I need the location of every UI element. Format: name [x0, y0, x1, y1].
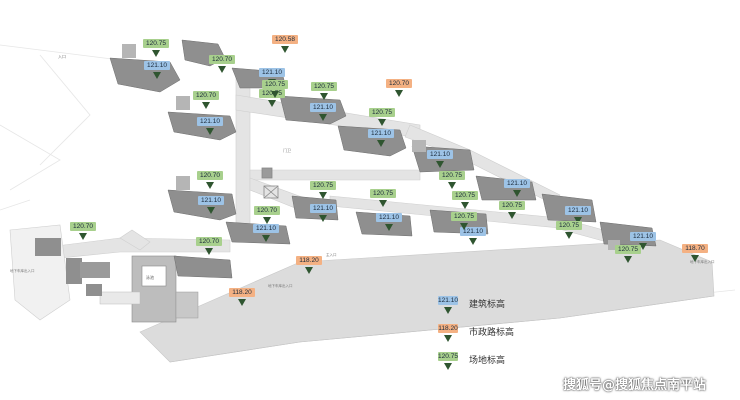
marker-triangle-icon	[395, 90, 403, 97]
elevation-tag: 118.20	[296, 256, 322, 265]
legend-label-municipal-road: 市政路标高	[469, 328, 515, 338]
elevation-tag: 120.58	[272, 35, 298, 44]
marker-triangle-icon	[207, 207, 215, 214]
marker-triangle-icon	[238, 299, 246, 306]
elevation-tag: 118.20	[229, 288, 255, 297]
marker-triangle-icon	[319, 192, 327, 199]
marker-triangle-icon	[448, 182, 456, 189]
marker-triangle-icon	[624, 256, 632, 263]
elevation-tag: 120.75	[439, 171, 465, 180]
elevation-tag: 120.75	[369, 108, 395, 117]
facility-boxes	[261, 167, 279, 199]
elevation-tag: 121.10	[259, 68, 285, 77]
south-road-edge	[169, 295, 715, 363]
map-label-guard: 门卫	[283, 147, 291, 153]
map-label-garage-entry-1: 地下车库出入口	[10, 268, 35, 273]
map-label-pool: 泳池	[146, 274, 154, 280]
elevation-tag: 121.10	[197, 117, 223, 126]
elevation-tag: 118.70	[682, 244, 708, 253]
marker-triangle-icon	[263, 217, 271, 224]
marker-triangle-icon	[319, 114, 327, 121]
legend-marker-icon	[444, 307, 452, 314]
watermark: 搜狐号@搜狐焦点南平站	[563, 378, 707, 393]
marker-triangle-icon	[153, 72, 161, 79]
marker-triangle-icon	[271, 91, 279, 98]
marker-triangle-icon	[218, 66, 226, 73]
marker-triangle-icon	[268, 100, 276, 107]
legend-marker-icon	[444, 335, 452, 342]
elevation-tag: 121.10	[427, 150, 453, 159]
elevation-tag: 120.75	[370, 189, 396, 198]
marker-triangle-icon	[436, 161, 444, 168]
marker-triangle-icon	[574, 217, 582, 224]
elevation-tag: 121.10	[310, 204, 336, 213]
elevation-tag: 121.10	[460, 227, 486, 236]
legend-marker-icon	[444, 363, 452, 370]
elevation-tag: 120.70	[386, 79, 412, 88]
marker-triangle-icon	[262, 235, 270, 242]
legend-swatch-site: 120.75	[438, 352, 458, 361]
elevation-tag: 120.70	[254, 206, 280, 215]
marker-triangle-icon	[206, 182, 214, 189]
legend-label-building: 建筑标高	[469, 300, 506, 310]
elevation-tag: 121.10	[198, 196, 224, 205]
marker-triangle-icon	[469, 238, 477, 245]
map-label-main-entrance: 主入口	[326, 252, 337, 257]
marker-triangle-icon	[377, 140, 385, 147]
marker-triangle-icon	[385, 224, 393, 231]
elevation-tag: 121.10	[144, 61, 170, 70]
elevation-tag: 121.10	[565, 206, 591, 215]
elevation-tag: 121.10	[376, 213, 402, 222]
elevation-tag: 120.70	[193, 91, 219, 100]
marker-triangle-icon	[205, 248, 213, 255]
map-label-garage-entry-3: 地下车库出入口	[690, 259, 715, 264]
marker-triangle-icon	[378, 119, 386, 126]
elevation-tag: 120.70	[209, 55, 235, 64]
elevation-tag: 120.75	[310, 181, 336, 190]
marker-triangle-icon	[691, 255, 699, 262]
legend-swatch-municipal-road: 118.20	[438, 324, 458, 333]
west-complex	[9, 224, 199, 323]
marker-triangle-icon	[305, 267, 313, 274]
elevation-tag: 120.75	[452, 191, 478, 200]
elevation-tag: 121.10	[368, 129, 394, 138]
elevation-tag: 120.75	[499, 201, 525, 210]
legend-label-site: 场地标高	[469, 356, 506, 366]
marker-triangle-icon	[565, 232, 573, 239]
elevation-tag: 120.75	[262, 80, 288, 89]
marker-triangle-icon	[206, 128, 214, 135]
marker-triangle-icon	[281, 46, 289, 53]
marker-triangle-icon	[319, 215, 327, 222]
marker-triangle-icon	[379, 200, 387, 207]
map-label-garage-entry-2: 地下车库出入口	[268, 283, 293, 288]
marker-triangle-icon	[202, 102, 210, 109]
elevation-tag: 121.10	[630, 232, 656, 241]
marker-triangle-icon	[152, 50, 160, 57]
marker-triangle-icon	[461, 202, 469, 209]
elevation-tag: 120.75	[451, 212, 477, 221]
elevation-tag: 120.75	[311, 82, 337, 91]
elevation-tag: 120.75	[615, 245, 641, 254]
elevation-tag: 121.10	[504, 179, 530, 188]
elevation-tag: 120.75	[143, 39, 169, 48]
marker-triangle-icon	[508, 212, 516, 219]
marker-triangle-icon	[460, 223, 468, 230]
elevation-tag: 120.75	[556, 221, 582, 230]
legend-swatch-building: 121.10	[438, 296, 458, 305]
villa-roof-highlights	[122, 44, 620, 250]
elevation-tag: 120.70	[70, 222, 96, 231]
marker-triangle-icon	[513, 190, 521, 197]
internal-roads	[39, 69, 641, 261]
elevation-tag: 120.70	[197, 171, 223, 180]
map-label-entrance: 入口	[58, 54, 66, 59]
elevation-tag: 120.70	[196, 237, 222, 246]
elevation-tag: 121.10	[310, 103, 336, 112]
marker-triangle-icon	[320, 93, 328, 100]
marker-triangle-icon	[639, 243, 647, 250]
marker-triangle-icon	[79, 233, 87, 240]
elevation-tag: 121.10	[253, 224, 279, 233]
